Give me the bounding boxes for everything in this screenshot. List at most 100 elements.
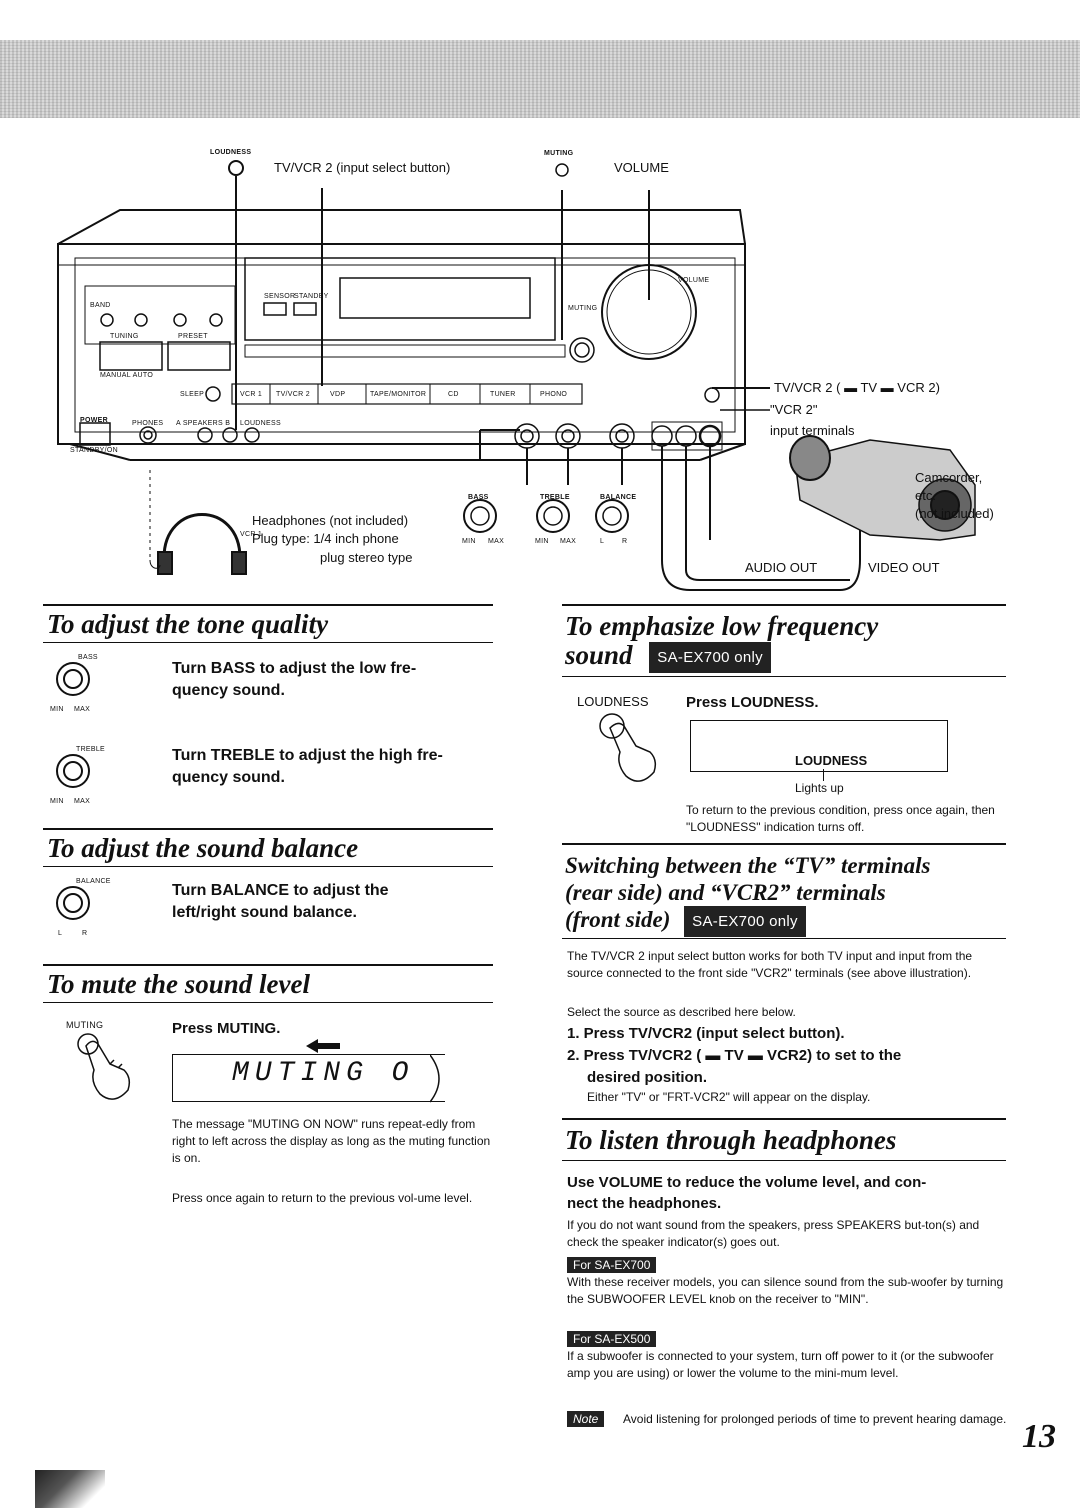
balance-knob-label: BALANCE	[76, 878, 111, 885]
balance-r: R	[82, 930, 88, 937]
mute-instruction: Press MUTING.	[172, 1020, 281, 1037]
receiver-drawing	[57, 160, 976, 591]
switching-step-note: Either "TV" or "FRT-VCR2" will appear on…	[587, 1090, 871, 1104]
panel-standby-label: STANDBY	[294, 293, 329, 300]
balance-instruction-line1: Turn BALANCE to adjust the	[172, 882, 389, 899]
headphones-body-ex700: With these receiver models, you can sile…	[567, 1275, 1004, 1306]
lowfreq-top-rule	[562, 604, 1006, 606]
lights-up-leader	[823, 769, 824, 781]
switching-body2: Select the source as described here belo…	[567, 1005, 796, 1019]
panel-muting-label: MUTING	[568, 305, 598, 312]
fig-camcorder-not-included: (not included)	[915, 506, 994, 521]
tone-title: To adjust the tone quality	[47, 609, 329, 639]
tone-bass-min: MIN	[50, 706, 64, 713]
note-badge: Note	[567, 1411, 605, 1427]
fig-headphones-label: Headphones (not included)	[252, 513, 409, 528]
headphones-bottom-rule	[562, 1160, 1006, 1161]
fig-plug-type-line1: Plug type: 1/4 inch phone	[252, 531, 399, 546]
switching-title-line3-wrap: (front side) SA-EX700 only	[565, 905, 806, 938]
fig-muting-label: MUTING	[544, 150, 574, 157]
switching-title-line2: (rear side) and “VCR2” terminals	[565, 880, 886, 905]
headphones-body-ex500: If a subwoofer is connected to your syst…	[567, 1349, 994, 1380]
panel-power-label: POWER	[80, 417, 108, 424]
fig-balance-r: R	[622, 538, 628, 545]
fig-loudness-label: LOUDNESS	[210, 149, 252, 156]
balance-instruction-line2: left/right sound balance.	[172, 904, 357, 921]
corner-smudge	[35, 1470, 105, 1508]
panel-input-cd-btn: CD	[448, 391, 459, 398]
panel-loudness-label: LOUDNESS	[240, 420, 281, 427]
lowfreq-title-line1: To emphasize low frequency	[565, 611, 879, 641]
bass-instruction-line1: Turn BASS to adjust the low fre-	[172, 660, 417, 677]
switching-step1: 1. Press TV/VCR2 (input select button).	[567, 1025, 845, 1042]
muting-display-text: MUTING O	[232, 1058, 415, 1089]
fig-balance-l: L	[600, 538, 605, 545]
page-number: 13	[1022, 1418, 1056, 1455]
fig-vcr2-label: "VCR 2"	[770, 402, 818, 417]
note-text: Avoid listening for prolonged periods of…	[623, 1412, 1007, 1426]
mute-title: To mute the sound level	[47, 969, 311, 999]
headphones-title: To listen through headphones	[565, 1125, 897, 1155]
fig-knob-balance: BALANCE	[600, 494, 637, 501]
lowfreq-bottom-rule	[562, 676, 1006, 677]
panel-standby-on-label: STANDBY/ON	[70, 447, 118, 454]
hand-press-muting-icon	[77, 1033, 131, 1100]
panel-tuning-label: TUNING	[110, 333, 139, 340]
headphones-top-rule	[562, 1118, 1006, 1120]
badge-ex500-wrap: For SA-EX500	[567, 1330, 657, 1348]
panel-sleep-label: SLEEP	[180, 391, 205, 398]
lights-up-label: Lights up	[795, 781, 844, 795]
balance-title: To adjust the sound balance	[47, 833, 359, 863]
mute-body1: The message "MUTING ON NOW" runs repeat-…	[172, 1117, 491, 1165]
fig-input-terminals-label: input terminals	[770, 423, 855, 438]
panel-preset-label: PRESET	[178, 333, 208, 340]
muting-display-edge	[430, 1054, 440, 1103]
muting-display-panel	[172, 1054, 445, 1102]
fig-camcorder-label: Camcorder,	[915, 470, 983, 485]
lowfreq-instruction: Press LOUDNESS.	[686, 694, 819, 711]
badge-ex700-wrap: For SA-EX700	[567, 1256, 657, 1274]
fig-knob-bass: BASS	[468, 494, 489, 501]
panel-phones-label: PHONES	[132, 420, 164, 427]
lowfreq-title-line2-wrap: sound SA-EX700 only	[565, 640, 771, 674]
tone-treble-min: MIN	[50, 798, 64, 805]
fig-audio-out-label: AUDIO OUT	[745, 560, 818, 575]
loudness-display-text: LOUDNESS	[795, 753, 868, 768]
headphones-body1: If you do not want sound from the speake…	[567, 1218, 980, 1249]
fig-tv-vcr2-button-label: TV/VCR 2 (input select button)	[274, 160, 451, 175]
switching-title-line1: Switching between the “TV” terminals	[565, 853, 931, 878]
balance-top-rule	[43, 828, 493, 830]
switching-badge: SA-EX700 only	[684, 906, 806, 938]
fig-treble-min: MIN	[535, 538, 549, 545]
fig-video-out-label: VIDEO OUT	[868, 560, 940, 575]
panel-input-tuner-btn: TUNER	[490, 391, 516, 398]
fig-camcorder-etc: etc.	[915, 488, 936, 503]
balance-knob-icon	[56, 886, 90, 920]
panel-input-tvvcr2-btn: TV/VCR 2	[276, 391, 310, 398]
balance-l: L	[58, 930, 63, 937]
treble-instruction-line1: Turn TREBLE to adjust the high fre-	[172, 747, 443, 764]
tone-treble-label: TREBLE	[76, 746, 106, 753]
panel-volume-label: VOLUME	[678, 277, 710, 284]
switching-body1: The TV/VCR 2 input select button works f…	[567, 949, 973, 980]
mute-button-label: MUTING	[66, 1020, 104, 1030]
switching-top-rule	[562, 843, 1006, 845]
lowfreq-button-label: LOUDNESS	[577, 694, 649, 709]
panel-band-label: BAND	[90, 302, 111, 309]
tone-bottom-rule	[43, 642, 493, 643]
scroll-arrow-icon	[306, 1039, 340, 1053]
panel-input-vdp-btn: VDP	[330, 391, 346, 398]
hand-press-loudness-icon	[599, 713, 657, 782]
tone-treble-max: MAX	[74, 798, 91, 805]
headphones-instr-line1: Use VOLUME to reduce the volume level, a…	[567, 1174, 927, 1191]
lowfreq-badge: SA-EX700 only	[649, 642, 771, 674]
panel-sensor-label: SENSOR	[264, 293, 296, 300]
fig-treble-max: MAX	[560, 538, 577, 545]
fig-bass-max: MAX	[488, 538, 505, 545]
balance-bottom-rule	[43, 866, 493, 867]
switching-bottom-rule	[562, 938, 1006, 939]
switching-title-line3: (front side)	[565, 907, 671, 932]
header-band	[0, 40, 1080, 118]
lowfreq-title-line2: sound	[565, 640, 633, 670]
mute-body2: Press once again to return to the previo…	[172, 1191, 473, 1205]
